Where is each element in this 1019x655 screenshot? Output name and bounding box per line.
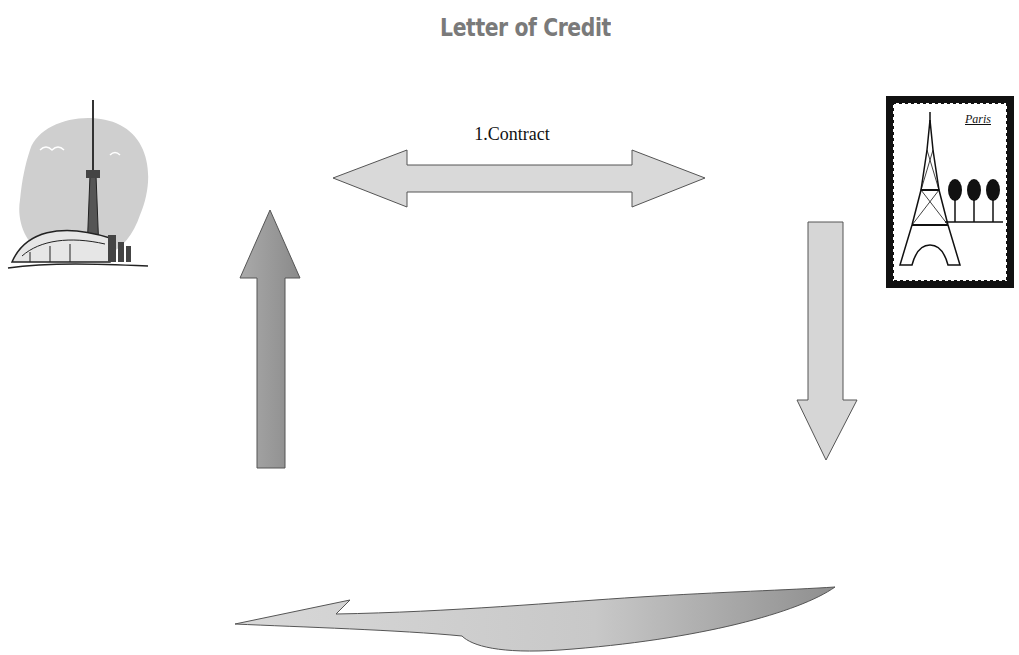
diagram-title: Letter of Credit: [440, 14, 611, 42]
contract-arrow: [333, 150, 705, 207]
step-label: 1.Contract: [474, 124, 549, 145]
stamp-text: Paris: [964, 112, 992, 127]
curved-arrow: [235, 587, 835, 651]
up-arrow: [240, 210, 300, 468]
toronto-skyline: [8, 100, 148, 268]
paris-stamp: [886, 96, 1014, 288]
down-arrow: [797, 222, 857, 460]
